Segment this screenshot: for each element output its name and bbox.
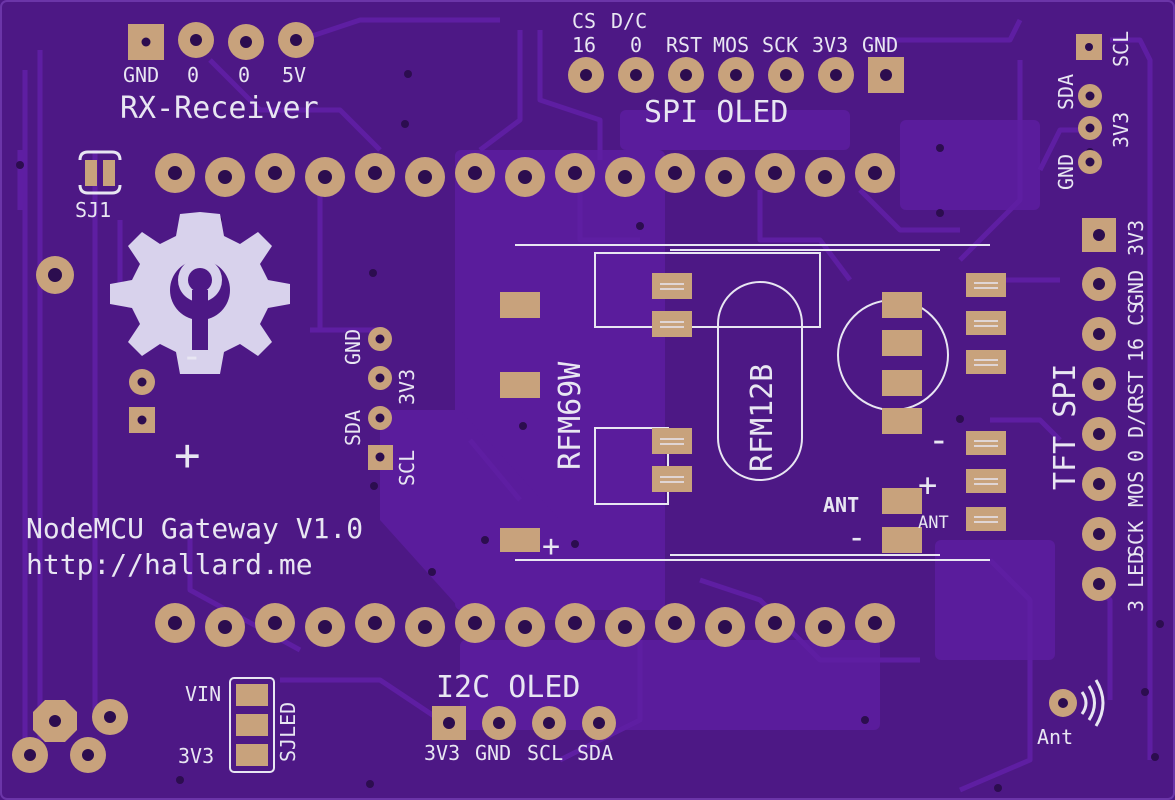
spi-dc-label: D/C [611, 9, 647, 33]
radio-area: RFM69W + RFM12B - + ANT - ANT [500, 244, 1006, 564]
spi-16-label: 16 [572, 33, 596, 57]
rx-pin-label-0b: 0 [238, 63, 250, 87]
left-i2c-sda: SDA [341, 410, 365, 446]
sjled-label: SJLED [276, 702, 300, 762]
i2c-oled-3v3: 3V3 [424, 741, 460, 765]
right-i2c-header: SCL SDA 3V3 GND [1054, 31, 1133, 190]
open-hardware-logo [110, 212, 290, 374]
ant-label-2: ANT [918, 513, 949, 533]
i2c-oled-sda: SDA [577, 741, 613, 765]
left-i2c-3v3: 3V3 [395, 369, 419, 405]
spi-oled-header: CS D/C 16 0 RST MOS SCK 3V3 GND SPI OLED [568, 9, 904, 130]
copper-pour [380, 110, 1055, 730]
spi-gnd-label: GND [862, 33, 898, 57]
sjled-jumper: VIN 3V3 SJLED [178, 677, 300, 773]
rx-pin-label-gnd: GND [123, 63, 159, 87]
tft-pin-mos: MOS [1124, 471, 1148, 507]
spi-sck-label: SCK [762, 33, 798, 57]
rfm12b-label: RFM12B [745, 364, 780, 472]
right-i2c-sda: SDA [1054, 74, 1078, 110]
i2c-oled-scl: SCL [527, 741, 563, 765]
ant-plus: + [918, 466, 937, 504]
sj1-label: SJ1 [75, 198, 111, 222]
board-url: http://hallard.me [26, 548, 313, 581]
rx-pin-label-0a: 0 [187, 63, 199, 87]
tft-pin-sck: SCK [1124, 521, 1148, 557]
i2c-oled-header: I2C OLED 3V3 GND SCL SDA [424, 670, 616, 765]
spi-rst-label: RST [666, 33, 702, 57]
board-title: NodeMCU Gateway V1.0 [26, 512, 363, 545]
minus-mark: - [181, 336, 203, 377]
tft-spi-header: 3V3 GND 16 CS RST 0 D/C MOS SCK 3 LED TF… [1048, 218, 1148, 612]
i2c-oled-gnd: GND [475, 741, 511, 765]
tft-spi-label: TFT SPI [1048, 364, 1083, 490]
plus-mark: + [174, 430, 201, 481]
left-i2c-header: GND 3V3 SDA SCL [341, 327, 419, 486]
spi-0-label: 0 [630, 33, 642, 57]
i2c-oled-label: I2C OLED [436, 670, 581, 705]
sj1-jumper: SJ1 [75, 150, 122, 222]
antenna-pad: Ant [1037, 679, 1105, 749]
left-mount-pads [12, 256, 128, 773]
spi-cs-label: CS [572, 9, 596, 33]
spi-mos-label: MOS [713, 33, 749, 57]
sjled-vin: VIN [185, 682, 221, 706]
rfm69w-plus: + [542, 529, 560, 564]
tft-pin-rst: RST [1124, 371, 1148, 407]
spi-3v3-label: 3V3 [812, 33, 848, 57]
rx-pin-label-5v: 5V [282, 63, 306, 87]
sjled-3v3: 3V3 [178, 744, 214, 768]
tft-pin-gnd: GND [1124, 270, 1148, 306]
tft-pin-3led: 3 LED [1124, 552, 1148, 612]
tft-pin-16cs: 16 CS [1124, 302, 1148, 362]
ant-minus-1: - [928, 420, 950, 461]
rfm69w-label: RFM69W [553, 361, 588, 470]
left-i2c-scl: SCL [395, 450, 419, 486]
left-i2c-gnd: GND [341, 329, 365, 365]
right-i2c-gnd: GND [1054, 154, 1078, 190]
ant-pad-label: Ant [1037, 725, 1073, 749]
spi-oled-label: SPI OLED [644, 95, 789, 130]
ant-minus-2: - [847, 518, 866, 556]
copper-traces [17, 17, 1153, 793]
nodemcu-bottom-pins [155, 603, 895, 647]
rx-receiver-header: GND 0 0 5V RX-Receiver [120, 22, 319, 126]
rx-receiver-label: RX-Receiver [120, 91, 319, 126]
power-marks: - + [129, 336, 203, 481]
tft-pin-3v3: 3V3 [1124, 220, 1148, 256]
right-i2c-3v3: 3V3 [1109, 112, 1133, 148]
tft-pin-0dc: 0 D/C [1124, 402, 1148, 462]
right-i2c-scl: SCL [1109, 31, 1133, 67]
ant-label-1: ANT [823, 493, 859, 517]
nodemcu-top-pins [155, 153, 895, 197]
